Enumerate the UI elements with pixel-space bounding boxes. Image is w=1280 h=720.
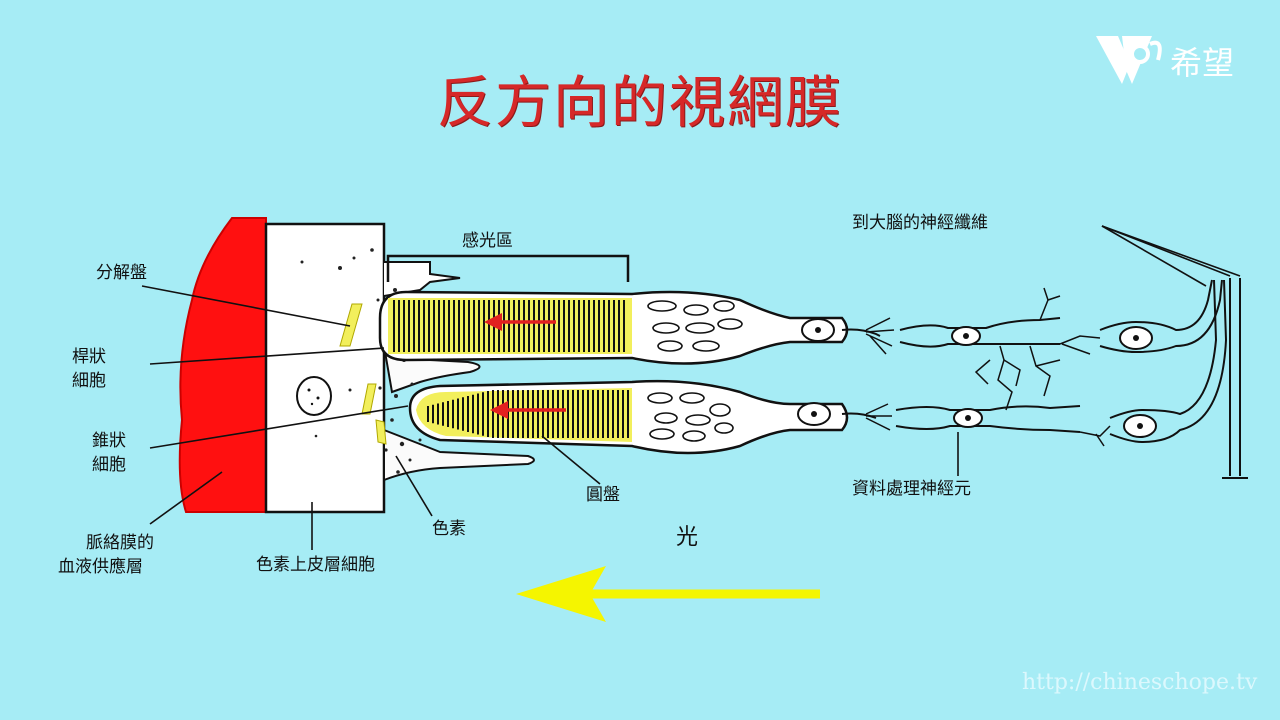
optic-nerve-bundle [1222,278,1248,479]
label-choroid-line2: 血液供應層 [58,557,143,577]
label-disks-decomposing: 分解盤 [96,263,147,283]
slide-title: 反方向的視網膜 [437,71,843,136]
label-rod-cell-line1: 桿狀 [72,347,106,367]
choroid-blood-layer [178,217,267,513]
interneuron-branches [974,345,1061,411]
bipolar-cell-lower [895,405,1081,411]
light-direction-arrow [516,566,820,622]
upper-dendrite-branches [1039,287,1101,355]
ganglion-cell-lower [1109,279,1218,419]
decomposing-disk-2 [361,383,377,415]
rod-disk-stripes [393,300,625,352]
decomposing-disk-1 [339,303,363,347]
label-processing-neurons: 資料處理神經元 [852,479,971,499]
rod-synapse-branches [865,317,895,355]
rod-axon [841,328,881,337]
cone-disk-stripes [427,390,629,438]
label-pigment: 色素 [432,519,466,539]
watermark-url: http://chineschope.tv [1022,670,1258,695]
pigment-epithelium [264,222,386,514]
ganglion-cell-upper [1099,279,1213,332]
label-cone-cell-line2: 細胞 [92,455,126,475]
label-light: 光 [676,525,699,550]
cone-axon [841,412,877,419]
label-choroid-line1: 脈絡膜的 [86,533,154,553]
rod-inner-arrow [484,313,556,331]
epithelium-lower-process [383,428,535,482]
decomposing-disk-3 [375,419,387,445]
label-cone-cell-line1: 錐狀 [92,431,126,451]
logo-icon [1096,36,1162,84]
leader-lines [141,225,1241,550]
bipolar-cell-upper [899,317,1061,331]
rod-mitochondria [647,300,743,352]
cone-inner-arrow [490,401,566,419]
label-to-brain-fibers: 到大腦的神經纖維 [852,213,988,233]
cone-mitochondria [647,392,734,442]
epithelium-nucleus [296,376,332,416]
label-pigment-epithelium: 色素上皮層細胞 [256,555,375,575]
label-photosensitive-zone: 感光區 [462,231,513,251]
label-disks: 圓盤 [586,485,620,505]
epithelium-top-extension [383,261,461,297]
logo-text: 希望 [1170,44,1235,82]
photosensitive-bracket [386,254,630,282]
label-rod-cell-line2: 細胞 [72,371,106,391]
